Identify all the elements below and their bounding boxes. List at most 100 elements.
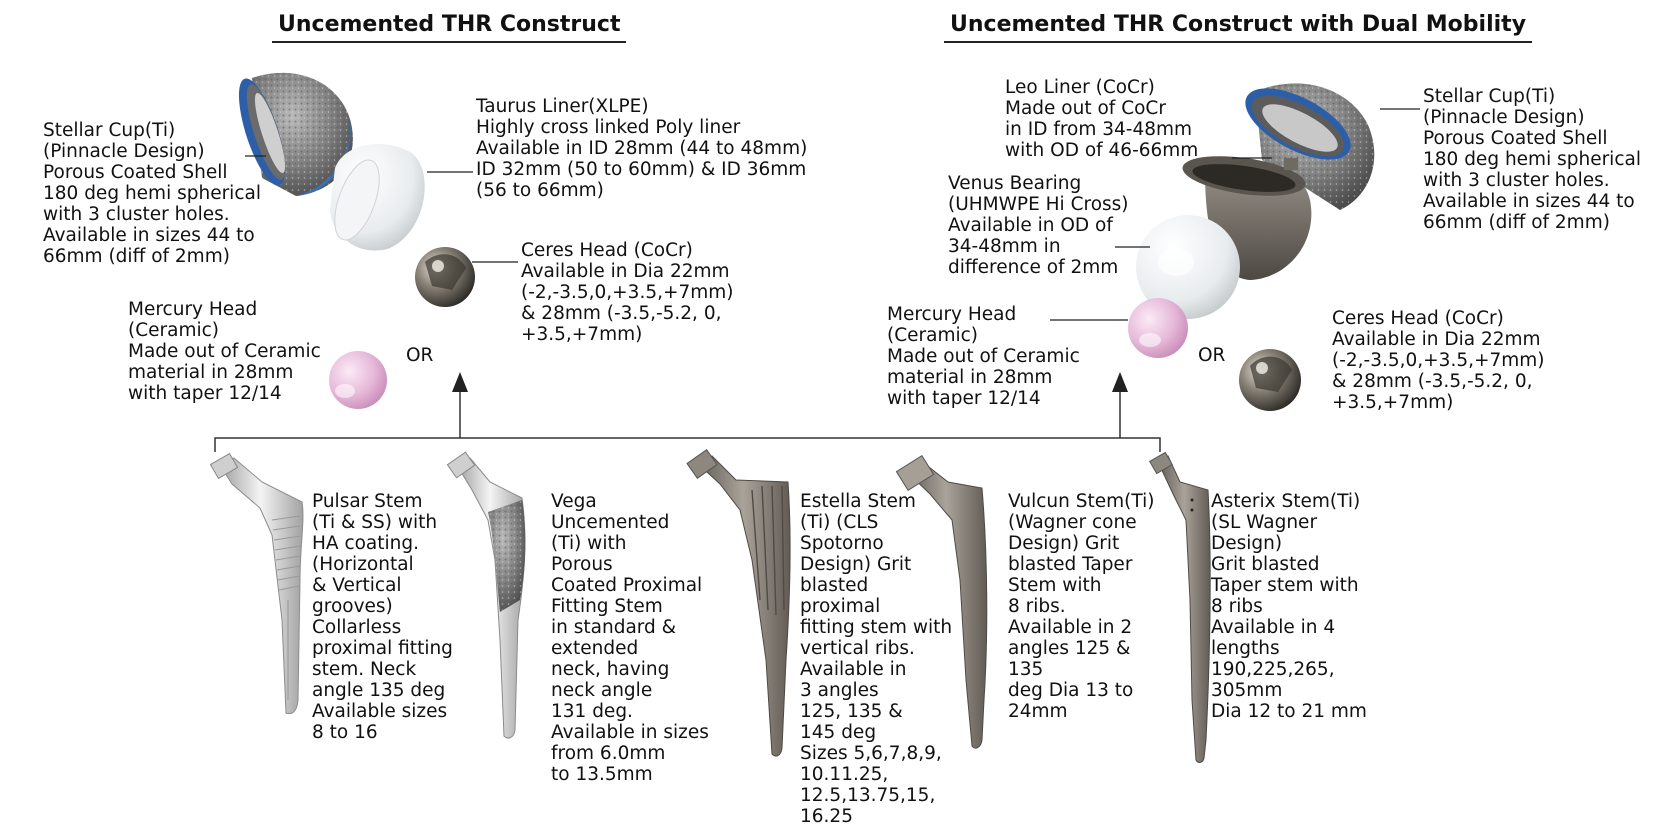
stellar-cup-right-label: Stellar Cup(Ti) (Pinnacle Design) Porous… — [1423, 86, 1641, 233]
label-line: Made out of Ceramic — [128, 341, 321, 362]
label-line: Asterix Stem(Ti) — [1211, 491, 1361, 512]
label-line: 180 deg hemi spherical — [43, 183, 261, 204]
label-line: 125, 135 & — [800, 701, 903, 722]
label-line: 3 angles — [800, 680, 879, 701]
label-line: Available in — [800, 659, 907, 680]
ceres-head-right-label: Ceres Head (CoCr) Available in Dia 22mm … — [1332, 308, 1545, 413]
label-line: Taurus Liner(XLPE) — [476, 96, 649, 117]
label-line: 145 deg — [800, 722, 877, 743]
label-line: fitting stem with — [800, 617, 953, 638]
label-line: in standard & — [551, 617, 677, 638]
label-line: Taper stem with — [1211, 575, 1359, 596]
label-line: Vega — [551, 491, 597, 512]
estella-stem-label: Estella Stem (Ti) (CLS Spotorno Design) … — [800, 491, 952, 827]
label-line: (Ceramic) — [128, 320, 220, 341]
leo-liner-label: Leo Liner (CoCr) Made out of CoCr in ID … — [1005, 77, 1198, 161]
asterix-stem-image — [1149, 451, 1211, 763]
label-line: Design) Grit — [800, 554, 912, 575]
vulcun-stem-label: Vulcun Stem(Ti) (Wagner cone Design) Gri… — [1008, 491, 1154, 722]
label-line: blasted — [800, 575, 869, 596]
label-line: Pulsar Stem — [312, 491, 423, 512]
pulsar-stem-image — [209, 452, 304, 715]
label-line: Available in sizes 44 to — [1423, 191, 1635, 212]
label-line: Porous Coated Shell — [43, 162, 228, 183]
label-line: Collarless — [312, 617, 402, 638]
label-line: angle 135 deg — [312, 680, 446, 701]
label-line: (Ti & SS) with — [312, 512, 438, 533]
label-line: 34-48mm in — [948, 236, 1061, 257]
label-line: 8 ribs. — [1008, 596, 1066, 617]
mercury-head-right-image — [1128, 298, 1188, 358]
ceres-head-left-image — [415, 247, 475, 307]
label-line: Available in sizes 44 to — [43, 225, 255, 246]
label-line: (Ceramic) — [887, 325, 979, 346]
label-line: deg Dia 13 to — [1008, 680, 1134, 701]
left-construct-title: Uncemented THR Construct — [272, 12, 627, 43]
label-line: Porous Coated Shell — [1423, 128, 1608, 149]
label-line: Highly cross linked Poly liner — [476, 117, 741, 138]
label-line: vertical ribs. — [800, 638, 915, 659]
label-line: Made out of CoCr — [1005, 98, 1166, 119]
label-line: Stem with — [1008, 575, 1102, 596]
label-line: (Pinnacle Design) — [43, 141, 205, 162]
label-line: Coated Proximal — [551, 575, 703, 596]
ceres-head-right-image — [1239, 349, 1301, 411]
label-line: +3.5,+7mm) — [521, 324, 643, 345]
label-line: Porous — [551, 554, 613, 575]
taurus-liner-image — [330, 144, 425, 251]
stellar-cup-left-label: Stellar Cup(Ti) (Pinnacle Design) Porous… — [43, 120, 261, 267]
label-line: 8 ribs — [1211, 596, 1263, 617]
label-line: Available in sizes — [551, 722, 709, 743]
label-line: & Vertical — [312, 575, 402, 596]
label-line: stem. Neck — [312, 659, 417, 680]
label-line: ID 32mm (50 to 60mm) & ID 36mm — [476, 159, 807, 180]
label-line: difference of 2mm — [948, 257, 1119, 278]
label-line: grooves) — [312, 596, 393, 617]
stellar-cup-left-image — [238, 72, 353, 196]
label-line: material in 28mm — [128, 362, 294, 383]
label-line: 180 deg hemi spherical — [1423, 149, 1641, 170]
label-line: Available in OD of — [948, 215, 1113, 236]
label-line: neck angle — [551, 680, 653, 701]
label-line: (Ti) with — [551, 533, 627, 554]
label-line: Fitting Stem — [551, 596, 663, 617]
label-line: Available in 2 — [1008, 617, 1133, 638]
label-line: Available sizes — [312, 701, 448, 722]
estella-stem-image — [686, 449, 791, 757]
label-line: lengths — [1211, 638, 1280, 659]
mercury-head-left-label: Mercury Head (Ceramic) Made out of Ceram… — [128, 299, 321, 404]
label-line: with 3 cluster holes. — [1423, 170, 1610, 191]
arrow-up-left — [452, 372, 468, 392]
label-line: 305mm — [1211, 680, 1283, 701]
label-line: Uncemented — [551, 512, 670, 533]
venus-bearing-label: Venus Bearing (UHMWPE Hi Cross) Availabl… — [948, 173, 1129, 278]
label-line: material in 28mm — [887, 367, 1053, 388]
label-line: (SL Wagner — [1211, 512, 1318, 533]
label-line: Design) — [1211, 533, 1283, 554]
label-line: Stellar Cup(Ti) — [1423, 86, 1556, 107]
arrow-up-right — [1112, 372, 1128, 392]
venus-bearing-image — [1136, 215, 1240, 319]
label-line: 135 — [1008, 659, 1044, 680]
label-line: (Wagner cone — [1008, 512, 1137, 533]
label-line: in ID from 34-48mm — [1005, 119, 1193, 140]
label-line: extended — [551, 638, 639, 659]
stem-bracket — [214, 388, 1161, 452]
label-line: Ceres Head (CoCr) — [1332, 308, 1504, 329]
label-line: Spotorno — [800, 533, 884, 554]
label-line: 12.5,13.75,15, — [800, 785, 936, 806]
or-label-left: OR — [406, 345, 434, 366]
label-line: Mercury Head — [128, 299, 258, 320]
label-line: 24mm — [1008, 701, 1068, 722]
label-line: blasted Taper — [1008, 554, 1133, 575]
label-line: proximal — [800, 596, 881, 617]
label-line: 131 deg. — [551, 701, 633, 722]
label-line: (Pinnacle Design) — [1423, 107, 1585, 128]
ceres-head-left-label: Ceres Head (CoCr) Available in Dia 22mm … — [521, 240, 734, 345]
label-line: Available in 4 — [1211, 617, 1336, 638]
label-line: neck, having — [551, 659, 670, 680]
label-line: Design) Grit — [1008, 533, 1120, 554]
label-line: Estella Stem — [800, 491, 916, 512]
label-line: with taper 12/14 — [887, 388, 1041, 409]
